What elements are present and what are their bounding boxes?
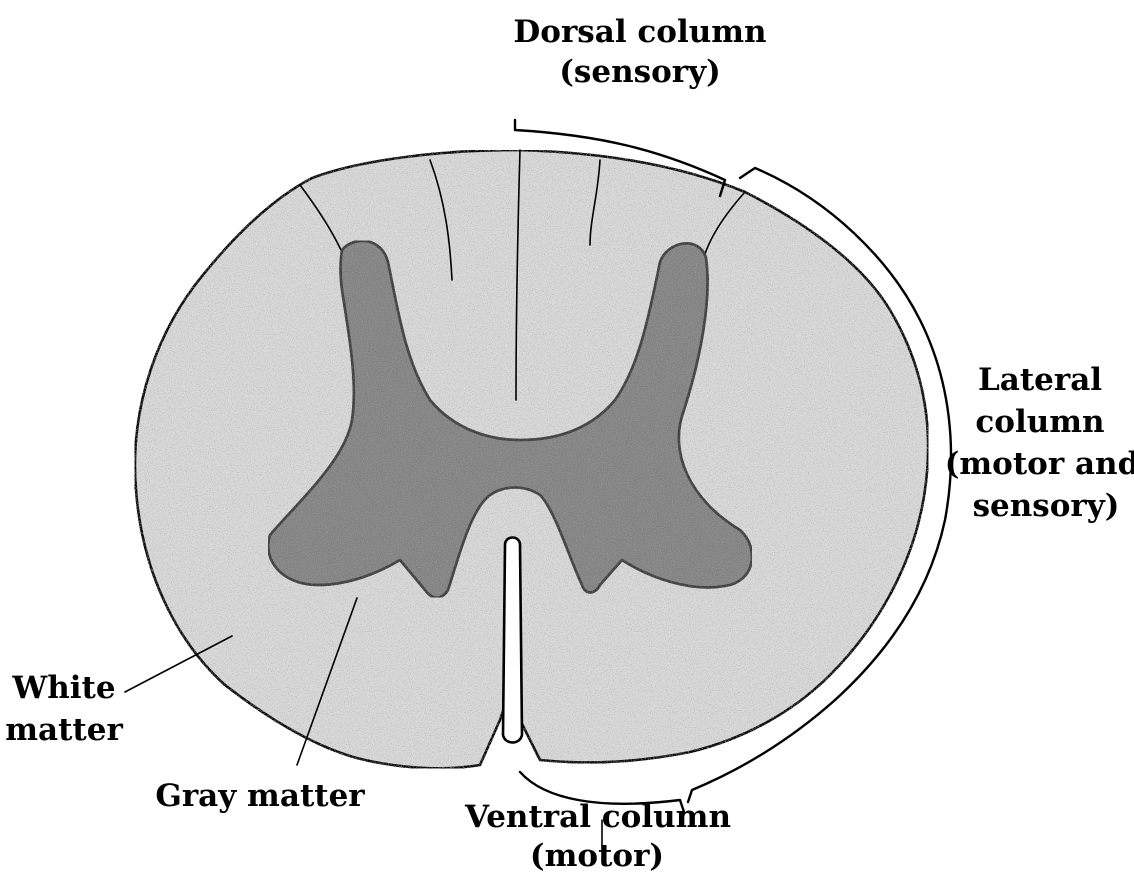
- ventral-column-label-line1: Ventral column: [464, 799, 731, 835]
- white-matter-label-line1: White: [11, 670, 115, 706]
- ventral-column-label-line2: (motor): [530, 838, 664, 874]
- dorsal-column-label-line1: Dorsal column: [513, 14, 766, 50]
- lateral-column-label-line4: sensory): [973, 488, 1120, 524]
- lateral-column-label-line1: Lateral: [978, 362, 1102, 398]
- dorsal-column-label-line2: (sensory): [559, 54, 721, 90]
- white-matter-label-line2: matter: [5, 712, 123, 748]
- lateral-column-label-line3: (motor and: [945, 446, 1134, 482]
- gray-matter-label: Gray matter: [155, 778, 365, 814]
- lateral-column-label-line2: column: [975, 404, 1104, 440]
- ventral-fissure: [503, 538, 522, 743]
